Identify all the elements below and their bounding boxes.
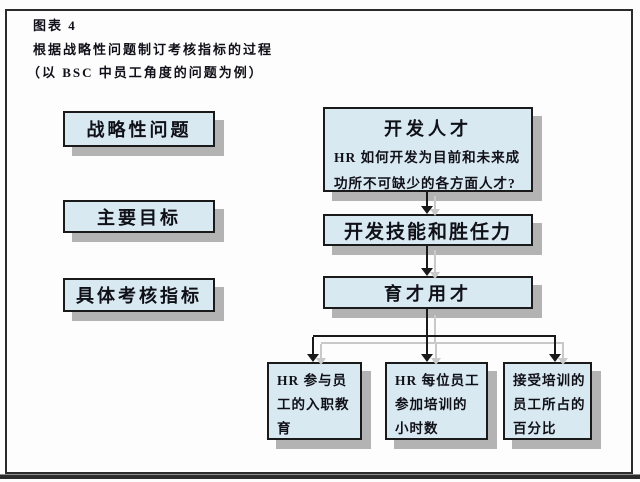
box-kpi-training-hours: HR 每位员工 参加培训的 小时数 [385, 362, 488, 440]
box-specific-kpi: 具体考核指标 [63, 278, 215, 312]
box-cultivate-talent-label: 育才用才 [384, 283, 472, 304]
connector-shadow-arrowhead [430, 272, 440, 279]
arrow-to-training-percentage-line [554, 337, 556, 354]
box-develop-talent-body-line2: 功所不可缺少的各方面人才? [334, 176, 516, 191]
box-kpi-onboarding-line1: HR 参与员 [277, 373, 348, 388]
box-main-goal-label: 主要目标 [97, 207, 181, 228]
arrow-to-training-hours-line [426, 337, 428, 354]
connector-shadow-line [321, 342, 564, 344]
box-kpi-training-hours-line3: 小时数 [395, 421, 439, 436]
box-kpi-onboarding-line2: 工的入职教 [277, 397, 350, 412]
box-kpi-onboarding: HR 参与员 工的入职教 育 [267, 362, 362, 440]
arrow-to-onboarding-head [307, 354, 319, 362]
figure-title: 根据战略性问题制订考核指标的过程 [33, 42, 274, 57]
connector-shadow-line [562, 344, 564, 358]
box-kpi-training-percentage-line1: 接受培训的 [513, 373, 586, 388]
box-kpi-training-percentage-line2: 员工所占的 [513, 397, 586, 412]
box-kpi-onboarding-line3: 育 [277, 421, 292, 436]
connector-shadow-arrowhead [430, 209, 440, 216]
connector-shadow-line [320, 344, 322, 358]
arrow-to-training-hours-head [421, 354, 433, 362]
arrow-to-training-percentage-head [549, 354, 561, 362]
connector-shadow-arrowhead [558, 358, 568, 365]
box-kpi-training-percentage-line3: 百分比 [513, 421, 557, 436]
box-kpi-training-hours-line2: 参加培训的 [395, 397, 468, 412]
branch-stem-line [426, 309, 428, 337]
connector-shadow-line [434, 196, 436, 209]
box-main-goal: 主要目标 [63, 200, 215, 233]
box-cultivate-talent: 育才用才 [323, 276, 533, 309]
box-develop-skills: 开发技能和胜任力 [323, 214, 533, 246]
box-strategic-issue-label: 战略性问题 [86, 120, 192, 140]
box-strategic-issue: 战略性问题 [63, 111, 215, 147]
page-bottom-edge [0, 474, 640, 479]
box-kpi-training-percentage: 接受培训的 员工所占的 百分比 [503, 362, 592, 440]
arrow-to-onboarding-line [312, 337, 314, 354]
box-develop-skills-label: 开发技能和胜任力 [343, 221, 512, 243]
page-frame-border [5, 9, 633, 474]
connector-shadow-arrowhead [316, 358, 326, 365]
box-develop-talent: 开发人才 HR 如何开发为目前和未来成 功所不可缺少的各方面人才? [323, 107, 533, 192]
connector-shadow-line [434, 250, 436, 272]
box-develop-talent-body-line1: HR 如何开发为目前和未来成 [334, 150, 521, 165]
connector-shadow-line [435, 344, 437, 358]
figure-label: 图表 4 [33, 18, 77, 33]
branch-horizontal-line [313, 335, 556, 337]
arrow-skills-to-cultivate-head [421, 268, 433, 276]
box-kpi-training-hours-line1: HR 每位员工 [395, 373, 480, 388]
connector-shadow-arrowhead [431, 358, 441, 365]
figure-subtitle: （以 BSC 中员工角度的问题为例） [27, 65, 264, 80]
box-develop-talent-title: 开发人才 [384, 119, 472, 139]
box-specific-kpi-label: 具体考核指标 [76, 286, 202, 306]
connector-shadow-line [434, 315, 436, 343]
arrow-skills-to-cultivate-line [426, 246, 428, 269]
arrow-top-to-skills-line [426, 192, 428, 207]
arrow-top-to-skills-head [421, 206, 433, 214]
